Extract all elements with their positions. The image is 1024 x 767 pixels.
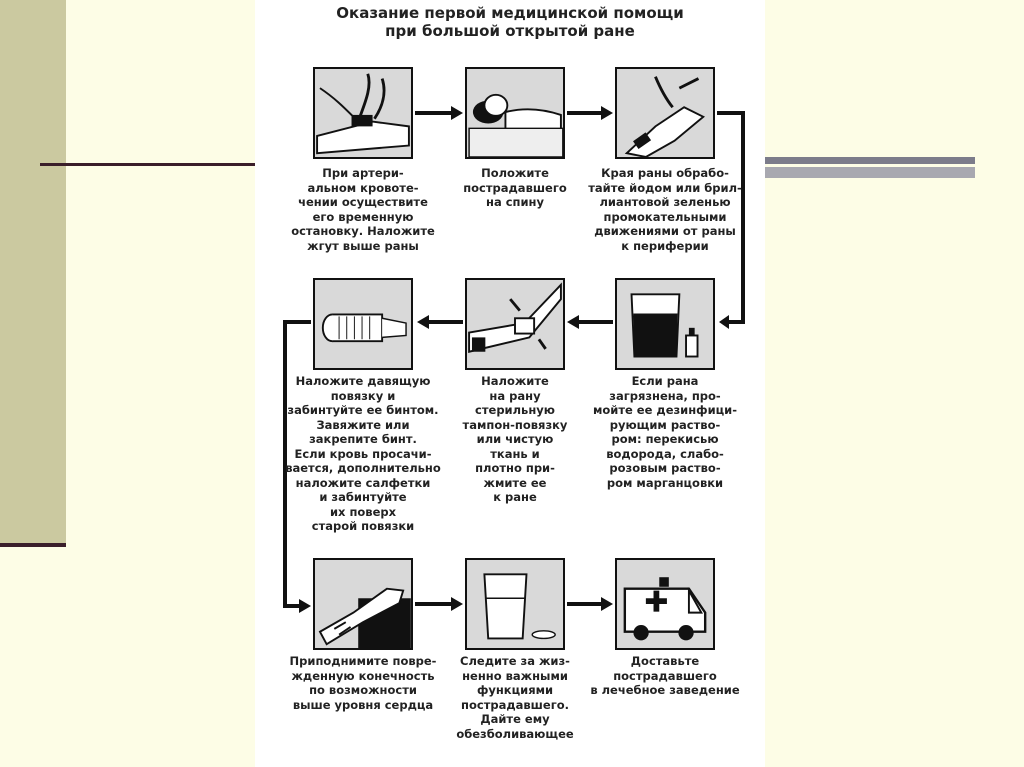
tourniquet-arm-icon xyxy=(316,73,410,155)
caption-line: к ране xyxy=(493,490,537,504)
ambulance-icon xyxy=(623,577,707,641)
caption-line: забинтуйте ее бинтом. xyxy=(287,403,439,417)
caption-line: загрязнена, про- xyxy=(609,388,721,403)
caption-line: пострадавшего xyxy=(613,668,717,683)
caption-line: ткань и xyxy=(490,446,540,461)
caption-line: Наложите xyxy=(481,374,549,388)
caption-line: пострадавшего. xyxy=(461,697,569,712)
caption-line: тайте йодом или брил- xyxy=(588,180,742,195)
caption-line: Края раны обрабо- xyxy=(601,166,729,180)
caption-line: плотно при- xyxy=(475,461,555,475)
caption-line: чении осуществите xyxy=(298,195,428,209)
caption-line: мойте ее дезинфици- xyxy=(592,403,738,417)
caption-line: их поверх xyxy=(329,504,397,519)
caption-line: ром: перекисью xyxy=(611,432,719,446)
caption-line: и забинтуйте xyxy=(319,490,407,504)
caption-line: жгут выше раны xyxy=(307,238,419,253)
caption-line: наложите салфетки xyxy=(295,475,431,490)
caption-line: тампон-повязку xyxy=(462,417,568,432)
caption-line: движениями от раны xyxy=(594,224,736,238)
caption-line: к периферии xyxy=(621,238,709,253)
caption-line: Дайте ему xyxy=(480,712,550,726)
panel-lay-back xyxy=(465,67,565,159)
caption-line: функциями xyxy=(476,683,554,697)
left-decor-line xyxy=(0,543,66,547)
left-decor-bar xyxy=(0,0,66,546)
caption-line: рующим раство- xyxy=(609,417,721,432)
caption-line: Завяжите или xyxy=(316,417,410,432)
caption-line: промокательными xyxy=(603,209,727,224)
caption-line: водорода, слабо- xyxy=(606,446,724,461)
divider-right xyxy=(765,157,975,164)
caption-line: повязку и xyxy=(330,388,396,403)
caption-line: или чистую xyxy=(476,432,554,446)
caption-line: Положите xyxy=(481,166,549,180)
water-glass-icon xyxy=(483,573,556,640)
caption-line: на рану xyxy=(489,388,541,403)
divider-left xyxy=(40,163,255,166)
caption-line: При артери- xyxy=(322,166,404,180)
caption-line: пострадавшего xyxy=(463,180,567,195)
panel-pressure-bandage xyxy=(313,278,413,370)
caption-treat-edges: Края раны обрабо-тайте йодом или брил-ли… xyxy=(585,166,745,253)
panel-treat-edges xyxy=(615,67,715,159)
caption-line: по возможности xyxy=(309,683,417,697)
raised-leg-icon xyxy=(318,587,411,648)
caption-line: Наложите давящую xyxy=(295,374,431,388)
caption-line: на спину xyxy=(486,195,544,209)
panel-raise-limb xyxy=(313,558,413,650)
caption-line: ненно важными xyxy=(462,668,568,683)
caption-line: жмите ее xyxy=(483,475,547,490)
caption-line: обезболивающее xyxy=(456,726,574,741)
caption-line: закрепите бинт. xyxy=(309,432,417,446)
caption-line: остановку. Наложите xyxy=(291,224,435,238)
caption-line: выше уровня сердца xyxy=(292,697,434,712)
treating-wound-icon xyxy=(624,76,705,157)
bandage-roll-icon xyxy=(321,313,407,343)
caption-line: розовым раство- xyxy=(609,461,721,475)
caption-line: старой повязки xyxy=(311,519,415,533)
caption-line: его временную xyxy=(312,209,414,224)
caption-tourniquet: При артери-альном кровоте-чении осуществ… xyxy=(283,166,443,253)
panel-tourniquet xyxy=(313,67,413,159)
title-line-1: Оказание первой медицинской помощи xyxy=(336,4,684,22)
pressing-pad-icon xyxy=(468,282,562,353)
first-aid-sheet: Оказание первой медицинской помощи при б… xyxy=(255,0,765,767)
caption-line: вается, дополнительно xyxy=(285,461,441,475)
caption-line: стерильную xyxy=(475,403,555,417)
divider-right-lower xyxy=(765,167,975,178)
flow-arrows xyxy=(283,106,745,613)
caption-line: Доставьте xyxy=(630,654,700,668)
caption-line: Если рана xyxy=(631,374,699,388)
caption-line: жденную конечность xyxy=(291,668,435,683)
caption-line: в лечебное заведение xyxy=(590,683,740,697)
person-lying-icon xyxy=(468,93,563,157)
caption-line: альном кровоте- xyxy=(307,180,419,195)
caption-line: ром марганцовки xyxy=(606,475,724,490)
caption-line: лиантовой зеленью xyxy=(599,195,731,209)
title-line-2: при большой открытой ране xyxy=(385,22,635,40)
panel-sterile-pad xyxy=(465,278,565,370)
caption-line: Следите за жиз- xyxy=(460,654,570,668)
caption-line: Приподнимите повре- xyxy=(289,654,437,668)
panel-transport xyxy=(615,558,715,650)
panel-monitor xyxy=(465,558,565,650)
caption-line: Если кровь просачи- xyxy=(294,446,432,461)
panel-disinfect xyxy=(615,278,715,370)
disinfectant-jar-icon xyxy=(630,293,699,358)
